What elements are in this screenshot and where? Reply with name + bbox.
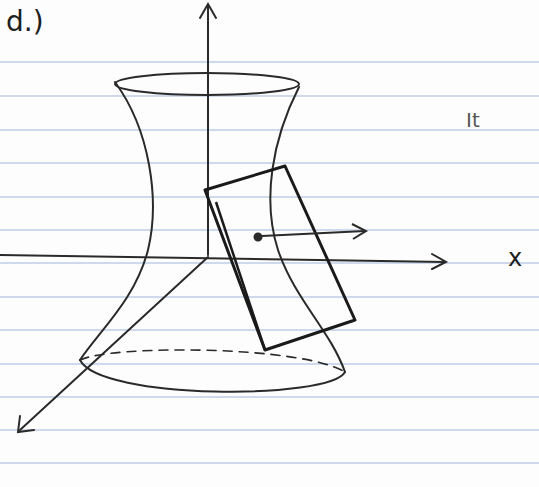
axes [0, 4, 446, 432]
surface [80, 73, 345, 392]
normal-vector [255, 224, 367, 241]
ruled-lines [0, 62, 539, 463]
note-text: It [466, 110, 480, 130]
part-label: d.) [6, 8, 44, 36]
tangent-plane [205, 166, 355, 350]
axis-label: x [508, 246, 522, 270]
